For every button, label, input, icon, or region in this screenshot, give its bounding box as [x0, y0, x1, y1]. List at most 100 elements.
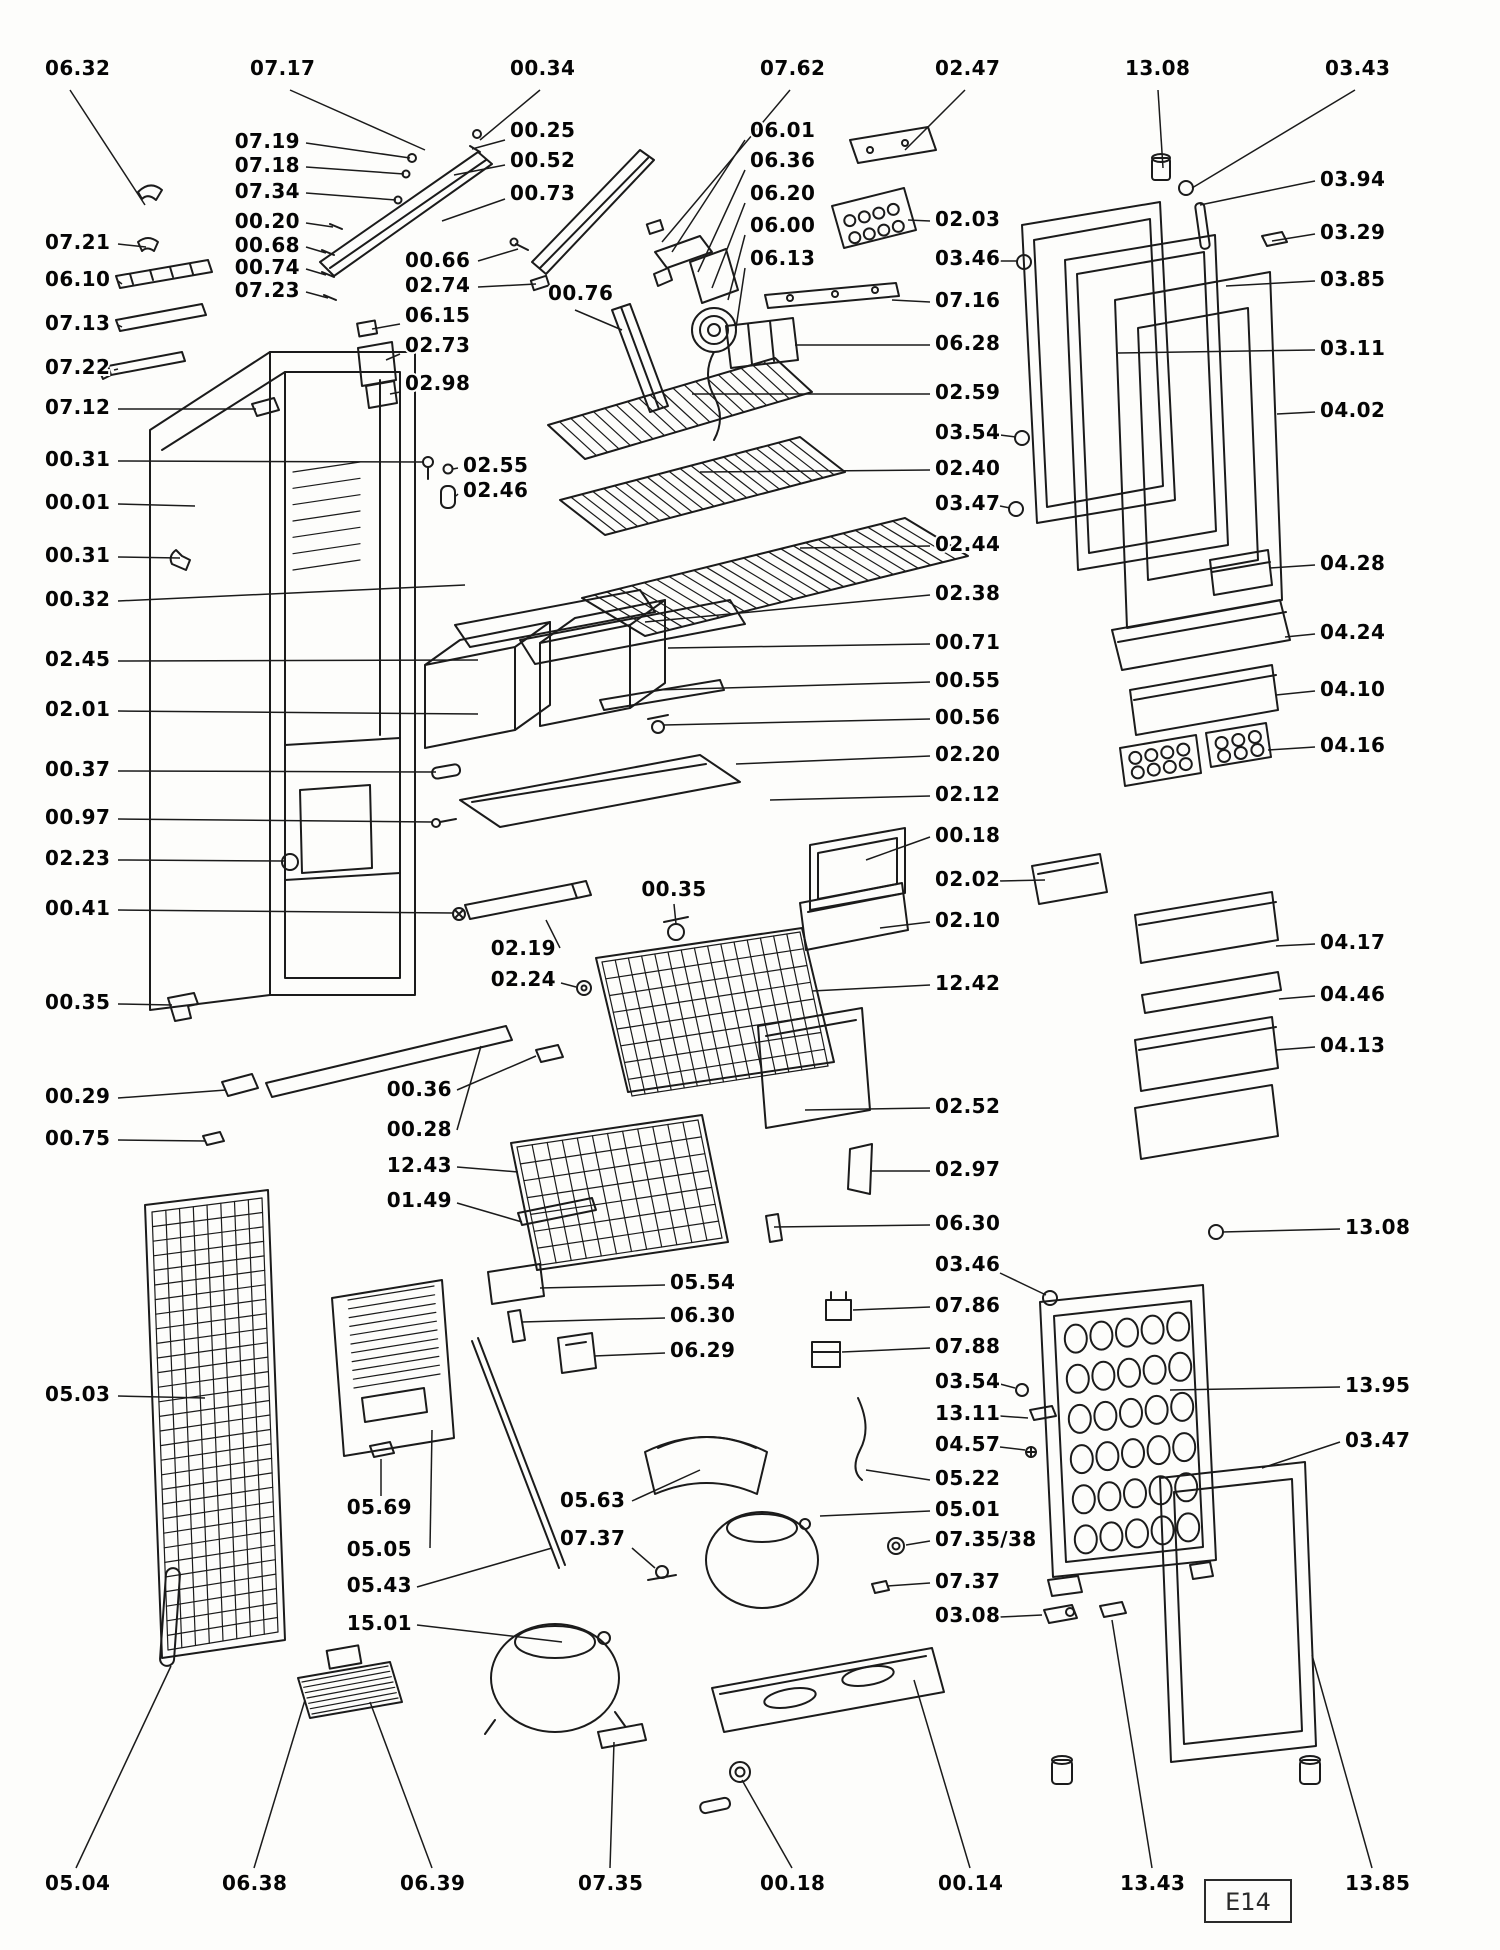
leader-line [1271, 233, 1316, 242]
leader-line [471, 139, 506, 150]
leader-line [305, 246, 327, 254]
part-label: 00.35 [641, 877, 706, 901]
fridge-door-gasket [1064, 234, 1229, 571]
part-label: 02.12 [935, 782, 1000, 806]
part-label: 07.37 [560, 1526, 625, 1550]
leader-line [117, 1395, 206, 1399]
leader-line [907, 219, 931, 222]
part-label: 13.08 [1345, 1215, 1410, 1239]
leader-line [305, 192, 397, 201]
evap-door-hatch [347, 1285, 441, 1389]
leader-line [841, 1347, 931, 1353]
part-label: 00.35 [45, 990, 110, 1014]
part-label: 13.85 [1345, 1871, 1410, 1895]
part-label: 03.54 [935, 420, 1000, 444]
leader-line [305, 291, 329, 299]
part-label: 02.47 [935, 56, 1000, 80]
part-label: 05.43 [347, 1573, 412, 1597]
leader-line [539, 1284, 666, 1289]
basket-lower-v [516, 1119, 723, 1266]
part-label: 00.18 [935, 823, 1000, 847]
part-label: 02.40 [935, 456, 1000, 480]
leader-line [117, 770, 437, 773]
leader-line [117, 1089, 227, 1099]
leader-line [1157, 89, 1164, 169]
leader-line [560, 982, 577, 988]
part-label: 02.52 [935, 1094, 1000, 1118]
part-label: 03.85 [1320, 267, 1385, 291]
leader-line [453, 164, 506, 176]
leader-line [1221, 1228, 1341, 1233]
leader-line [769, 795, 931, 801]
part-label: 02.97 [935, 1157, 1000, 1181]
drip-tray-hatch [301, 1665, 399, 1715]
part-label: 00.55 [935, 668, 1000, 692]
part-label: 06.13 [750, 246, 815, 270]
leader-line [644, 594, 931, 623]
leader-line [389, 391, 401, 395]
part-label: 00.28 [387, 1117, 452, 1141]
part-label: 00.37 [45, 757, 110, 781]
part-label: 00.31 [45, 543, 110, 567]
leader-line [804, 1107, 931, 1111]
leader-line [117, 909, 454, 914]
leader-line [305, 166, 405, 175]
part-label: 02.55 [463, 453, 528, 477]
part-label: 06.39 [400, 1871, 465, 1895]
leader-line [117, 710, 479, 715]
part-label: 00.32 [45, 587, 110, 611]
drain-tray [644, 1397, 867, 1581]
leader-line [117, 243, 147, 248]
thermostat-assembly [645, 219, 739, 441]
part-label: 07.16 [935, 288, 1000, 312]
leader-line [661, 89, 791, 243]
leader-line [289, 89, 426, 151]
part-label: 04.28 [1320, 551, 1385, 575]
part-label: 04.24 [1320, 620, 1385, 644]
leader-line [631, 1469, 701, 1502]
leader-line [456, 1055, 537, 1091]
part-label: 00.74 [235, 255, 300, 279]
part-label: 12.43 [387, 1153, 452, 1177]
leader-line [999, 1415, 1029, 1419]
leader-line [545, 919, 561, 949]
part-label: 03.46 [935, 1252, 1000, 1276]
part-label: 06.15 [405, 303, 470, 327]
leader-line [1276, 411, 1316, 415]
base-plate [597, 1537, 1127, 1815]
part-label: 03.47 [935, 491, 1000, 515]
leader-line [305, 268, 327, 276]
leader-line [697, 169, 746, 273]
leader-line [913, 1679, 971, 1869]
leader-line [819, 1510, 931, 1517]
leader-line [887, 1582, 931, 1587]
cabinet-fins [292, 461, 361, 571]
part-label: 07.22 [45, 355, 110, 379]
part-label: 07.35/38 [935, 1527, 1037, 1551]
leader-line [369, 1701, 433, 1869]
leader-line [727, 234, 746, 301]
part-label: 07.34 [235, 179, 300, 203]
condenser-coil [144, 1189, 286, 1667]
leader-line [429, 1429, 433, 1549]
fridge-door-outer [1021, 201, 1176, 524]
leader-line [671, 139, 746, 253]
part-label: 13.95 [1345, 1373, 1410, 1397]
leader-line [741, 1779, 793, 1869]
part-label: 00.25 [510, 118, 575, 142]
leader-line [1284, 633, 1316, 638]
leader-line [117, 280, 123, 285]
leader-line [799, 545, 931, 549]
leader-line [452, 467, 459, 470]
wire-basket-lower [510, 1114, 729, 1271]
part-label: 07.17 [250, 56, 315, 80]
part-label: 03.54 [935, 1369, 1000, 1393]
basket-lower-h [516, 1119, 723, 1266]
page-code-border [1204, 1879, 1292, 1923]
leader-line [609, 1741, 615, 1869]
misc-small-parts [356, 319, 852, 1368]
generated-detail [151, 202, 1265, 1715]
hinge-cover-slab [849, 126, 937, 164]
